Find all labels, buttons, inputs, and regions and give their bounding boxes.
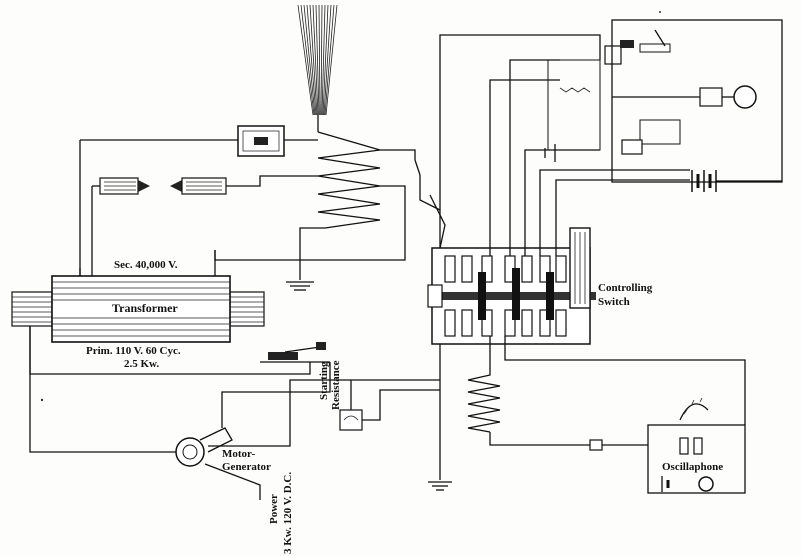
antenna — [297, 4, 338, 132]
secondary-voltage-label: Sec. 40,000 V. — [114, 259, 178, 271]
starting-label: Starting — [318, 361, 330, 401]
controlling-switch — [427, 227, 596, 345]
switch-contacts-bottom — [444, 309, 567, 337]
power-label: Power — [268, 494, 280, 524]
oscillaphone — [647, 397, 746, 494]
primary-rating-label: Prim. 110 V. 60 Cyc. — [86, 345, 181, 357]
starting-key — [260, 342, 331, 370]
motor-label: Motor- — [222, 448, 256, 460]
transformer — [11, 250, 311, 375]
switch-label: Switch — [598, 296, 630, 308]
primary-kw-label: 2.5 Kw. — [124, 358, 160, 370]
generator-label: Generator — [222, 461, 271, 473]
starting-resistance — [339, 380, 440, 431]
condenser — [79, 125, 318, 276]
controlling-label: Controlling — [598, 282, 653, 294]
resistance-label: Resistance — [330, 360, 342, 411]
battery-symbol — [691, 170, 717, 192]
lower-coil — [428, 336, 746, 491]
ground-symbol — [286, 281, 314, 291]
receiving-apparatus — [544, 19, 783, 192]
transformer-label: Transformer — [112, 301, 178, 315]
spark-gap — [91, 175, 318, 276]
ground-symbol-2 — [428, 481, 452, 491]
receiver-wiring — [414, 34, 690, 256]
motor-generator — [29, 326, 440, 500]
power-rating-label: 3 Kw. 120 V. D.C. — [282, 471, 294, 554]
oscillaphone-label: Oscillaphone — [662, 461, 724, 473]
